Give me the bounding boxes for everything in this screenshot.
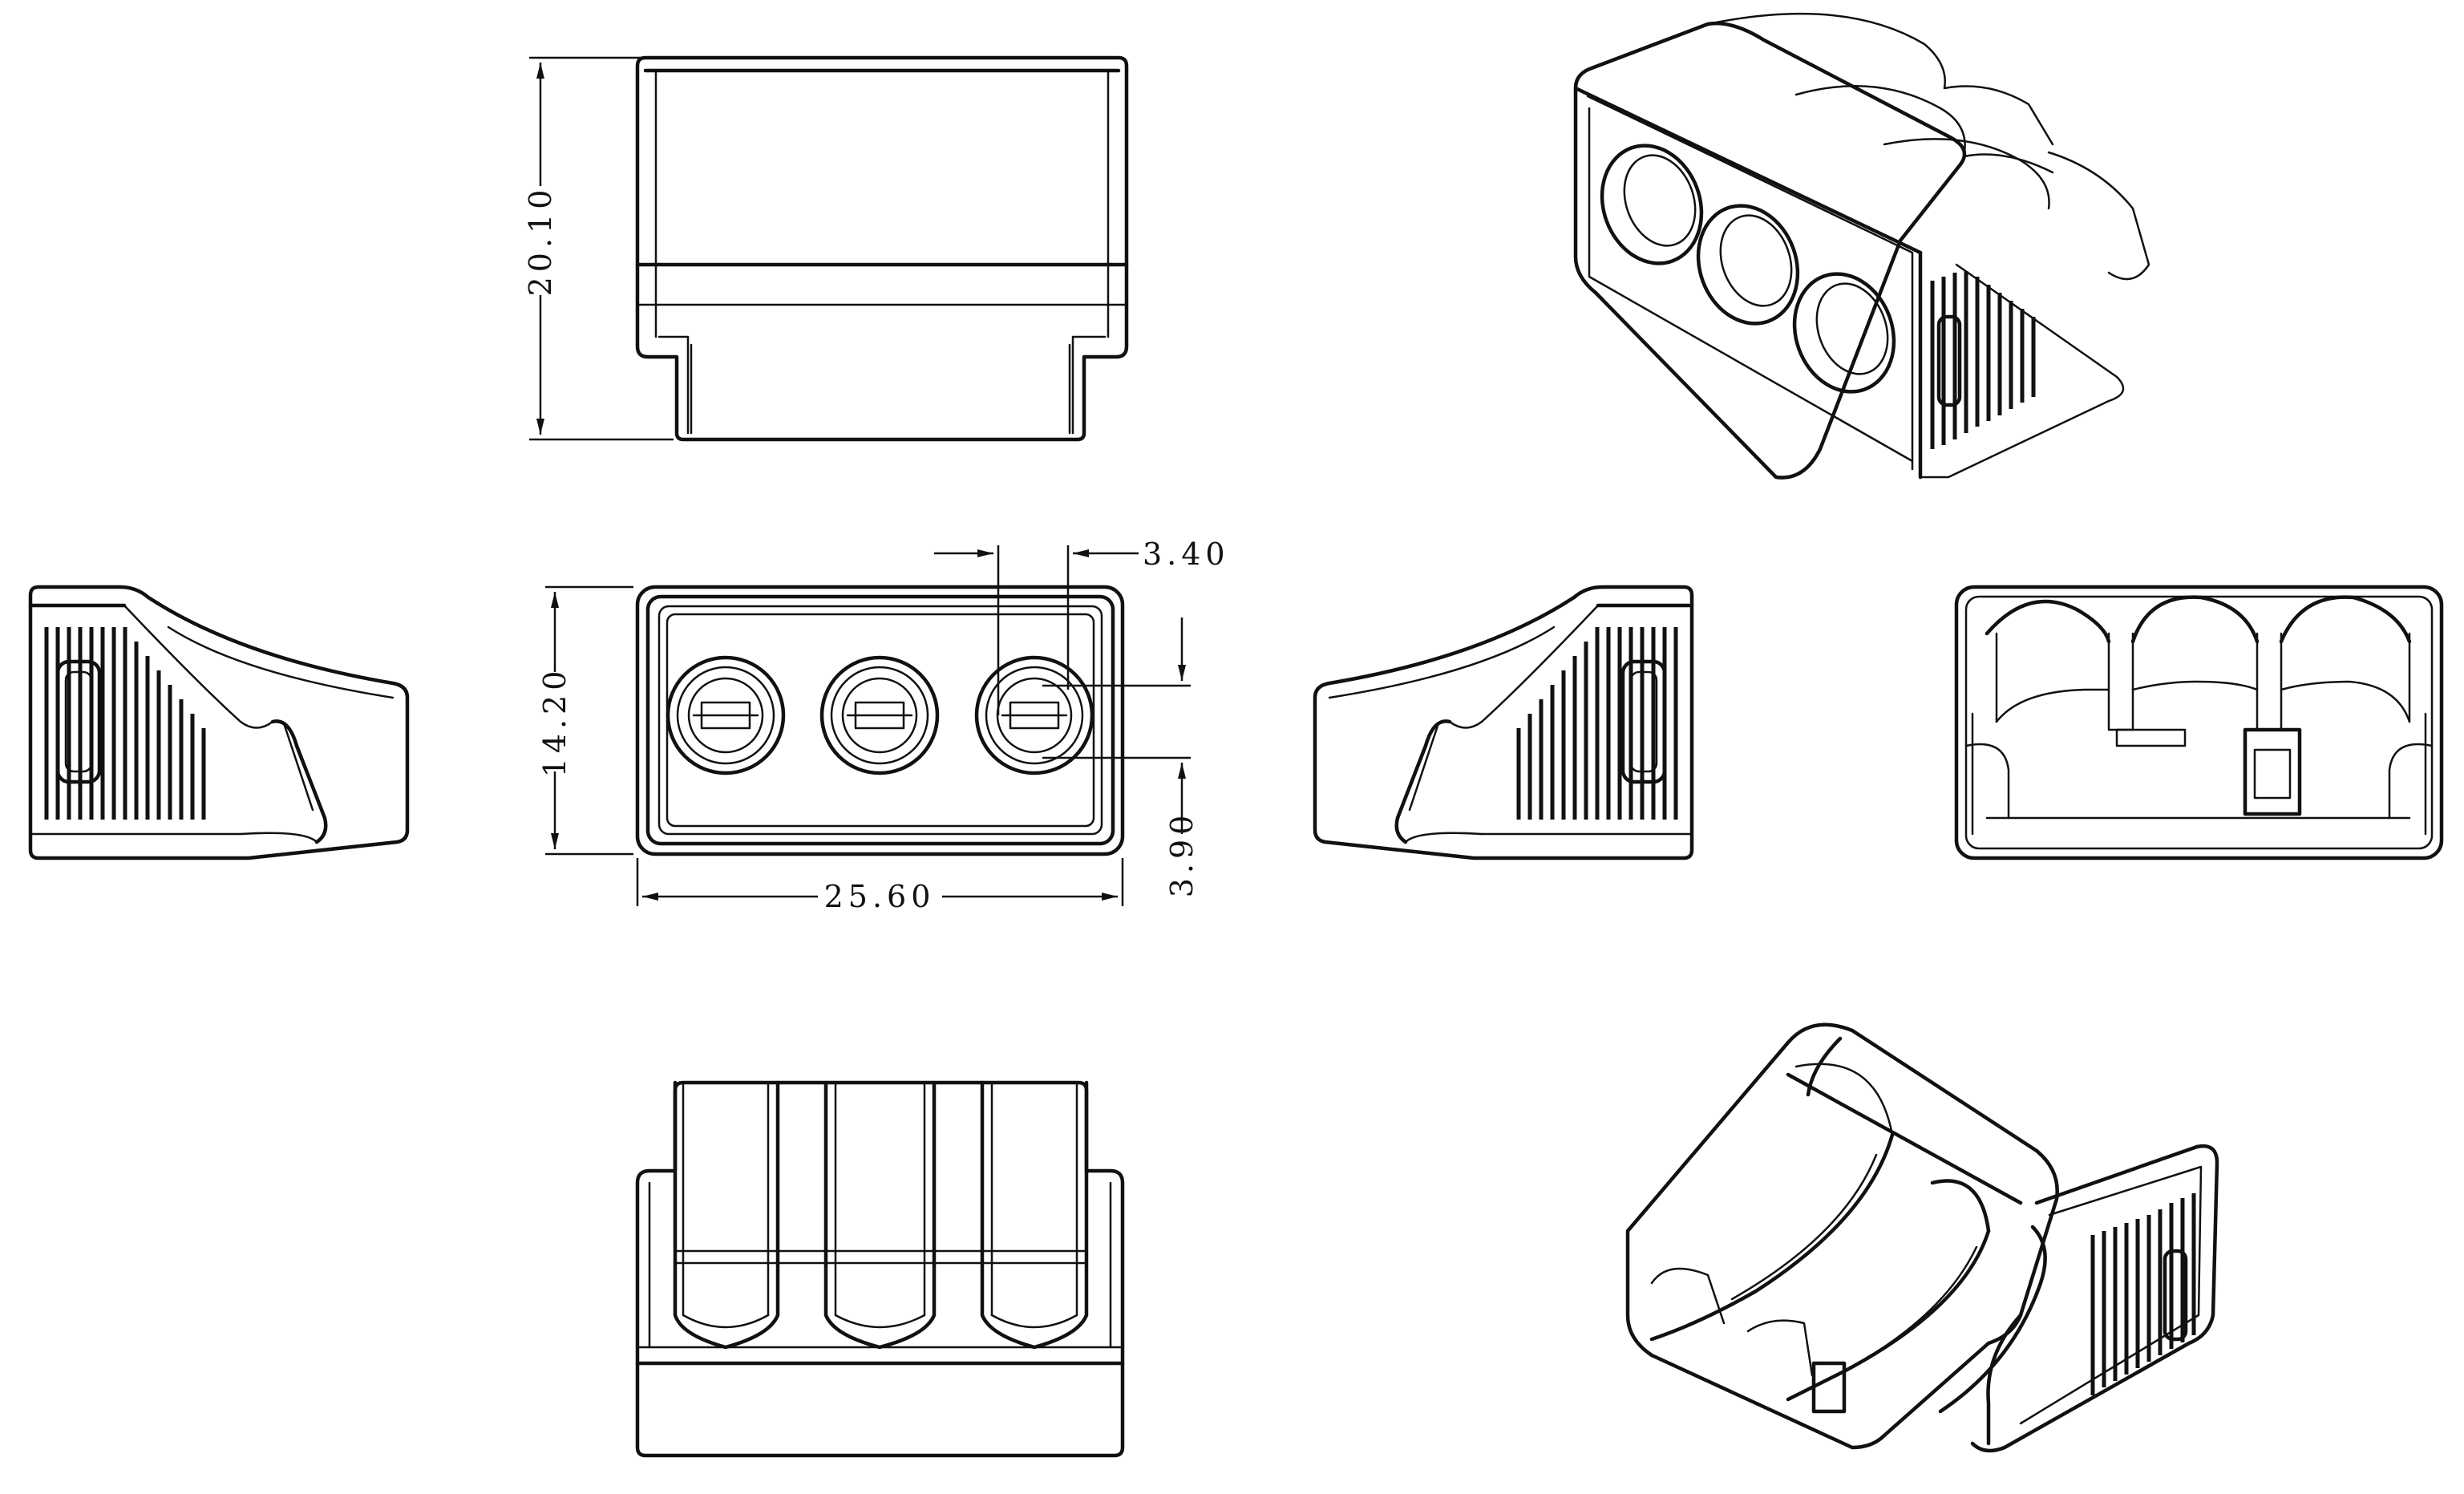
bottom-view (635, 1080, 1125, 1458)
bottom-rib-2 (823, 1080, 937, 1350)
right-side-grip-hatch (1516, 627, 1678, 820)
hole-1 (666, 655, 786, 775)
front-view (635, 55, 1129, 442)
isometric-view-front (1573, 12, 2150, 480)
dimension-depth: 14.20 (537, 585, 633, 856)
right-side-view (1313, 585, 1694, 860)
dimension-hole-offset: 3.40 (934, 536, 1230, 715)
bottom-rib-1 (673, 1080, 780, 1350)
dimension-depth-label: 14.20 (537, 666, 573, 778)
dimension-width-label: 25.60 (824, 879, 936, 914)
iso-front-grip-hatch (1930, 271, 2036, 449)
dimension-height: 20.10 (523, 56, 674, 441)
bottom-rib-3 (980, 1080, 1089, 1350)
left-side-view (28, 585, 410, 860)
iso-front-hole-3 (1792, 272, 1896, 394)
iso-front-hole-1 (1600, 144, 1704, 265)
hole-3 (974, 655, 1094, 775)
rear-view (1954, 585, 2444, 860)
isometric-view-rear (1625, 1022, 2219, 1453)
hole-2 (819, 655, 940, 775)
iso-rear-grip-hatch (2090, 1193, 2196, 1395)
dimension-height-label: 20.10 (523, 185, 558, 297)
iso-front-hole-2 (1696, 204, 1800, 326)
dimension-width: 25.60 (636, 858, 1124, 914)
dimension-hole-height-label: 3.90 (1164, 811, 1200, 898)
dimension-hole-offset-label: 3.40 (1143, 536, 1230, 572)
dimension-hole-height: 3.90 (1042, 617, 1200, 897)
top-view (635, 585, 1125, 856)
left-side-grip-hatch (44, 627, 206, 820)
